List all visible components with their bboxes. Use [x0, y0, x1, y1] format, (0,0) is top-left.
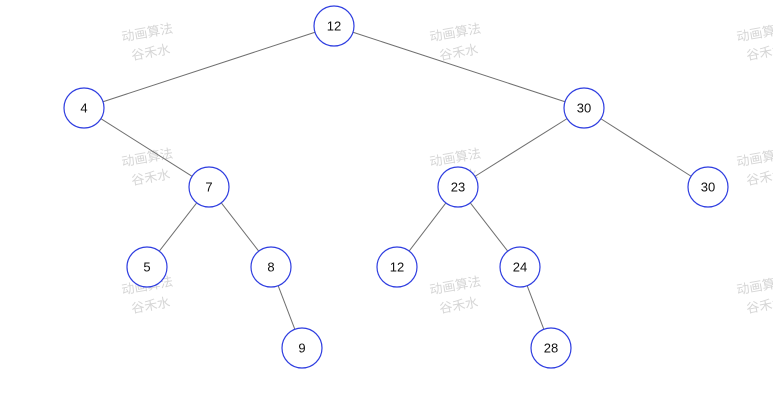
tree-node-n30b: 30 — [687, 166, 729, 208]
edge-n8-n9 — [277, 285, 296, 330]
node-circle — [687, 166, 729, 208]
watermark-line1: 动画算法 — [735, 275, 773, 299]
watermark-layer: 动画算法谷禾水动画算法谷禾水动画算法谷禾水动画算法谷禾水动画算法谷禾水动画算法谷… — [120, 22, 773, 317]
watermark-line2: 谷禾水 — [438, 42, 479, 64]
tree-node-n9: 9 — [281, 327, 323, 369]
watermark-line1: 动画算法 — [428, 275, 482, 299]
node-value: 5 — [143, 260, 150, 275]
node-circle — [63, 87, 105, 129]
edge-n23-n12b — [408, 202, 447, 252]
watermark-line1: 动画算法 — [120, 147, 174, 171]
node-circle — [313, 5, 355, 47]
node-circle — [499, 246, 541, 288]
tree-node-n5: 5 — [126, 246, 168, 288]
edge-n4-n7 — [100, 118, 193, 177]
tree-node-n4: 4 — [63, 87, 105, 129]
watermark-line2: 谷禾水 — [745, 167, 773, 189]
edge-n7-n5 — [158, 202, 198, 252]
tree-node-n28: 28 — [530, 327, 572, 369]
tree-node-n12b: 12 — [376, 246, 418, 288]
watermark-line2: 谷禾水 — [130, 42, 171, 64]
tree-node-n23: 23 — [437, 166, 479, 208]
edge-n30a-n23 — [474, 118, 568, 177]
node-circle — [376, 246, 418, 288]
watermark-line2: 谷禾水 — [438, 295, 479, 317]
watermark-line2: 谷禾水 — [745, 42, 773, 64]
edge-n30a-n30b — [600, 118, 692, 177]
node-value: 12 — [327, 19, 341, 34]
tree-node-n12a: 12 — [313, 5, 355, 47]
node-circle — [437, 166, 479, 208]
node-value: 12 — [390, 260, 404, 275]
node-value: 30 — [577, 101, 591, 116]
node-value: 24 — [513, 260, 527, 275]
watermark-line2: 谷禾水 — [130, 295, 171, 317]
edge-n12a-n30a — [352, 31, 566, 103]
node-circle — [250, 246, 292, 288]
node-value: 28 — [544, 341, 558, 356]
edge-n23-n24 — [469, 202, 509, 252]
node-circle — [126, 246, 168, 288]
tree-edges — [100, 31, 692, 330]
node-circle — [530, 327, 572, 369]
watermark-line2: 谷禾水 — [745, 295, 773, 317]
watermark-line1: 动画算法 — [735, 147, 773, 171]
tree-nodes: 12 4 30 7 23 30 5 8 12 24 9 28 — [63, 5, 729, 369]
node-value: 30 — [701, 180, 715, 195]
watermark-line1: 动画算法 — [428, 22, 482, 46]
tree-node-n24: 24 — [499, 246, 541, 288]
node-circle — [281, 327, 323, 369]
edge-n12a-n4 — [102, 31, 316, 103]
tree-node-n7: 7 — [188, 166, 230, 208]
node-value: 9 — [298, 341, 305, 356]
node-circle — [188, 166, 230, 208]
watermark-line1: 动画算法 — [120, 22, 174, 46]
edge-n24-n28 — [526, 285, 545, 330]
edge-n7-n8 — [220, 202, 260, 252]
node-value: 8 — [267, 260, 274, 275]
tree-node-n8: 8 — [250, 246, 292, 288]
node-value: 7 — [205, 180, 212, 195]
watermark-line1: 动画算法 — [735, 22, 773, 46]
watermark-line2: 谷禾水 — [130, 167, 171, 189]
node-value: 23 — [451, 180, 465, 195]
node-circle — [563, 87, 605, 129]
tree-node-n30a: 30 — [563, 87, 605, 129]
node-value: 4 — [80, 101, 87, 116]
